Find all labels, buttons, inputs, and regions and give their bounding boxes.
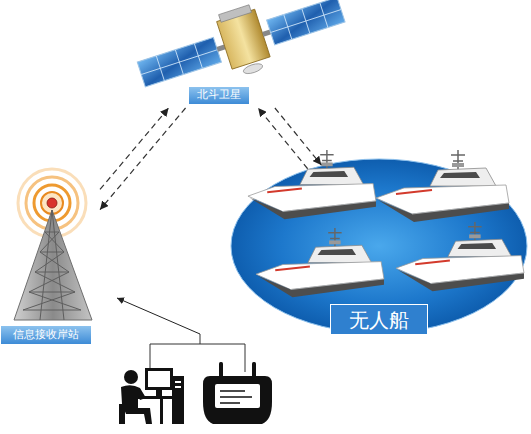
tower-icon [14, 169, 92, 320]
panel-grid [137, 37, 221, 86]
node-text: 无人船 [349, 309, 409, 331]
tower-beacon [47, 198, 57, 208]
node-label: 北斗卫星 [188, 86, 250, 105]
tower-lattice [23, 210, 81, 320]
signal-link [275, 108, 321, 165]
bracket-line [150, 334, 245, 372]
operator-workstation [119, 368, 184, 424]
link-arrow [117, 298, 200, 334]
node-label: 无人船 [330, 304, 428, 335]
monitor-stand [156, 390, 162, 396]
operator-body [121, 385, 152, 424]
case-slot [175, 386, 181, 388]
monitor-screen [148, 371, 170, 387]
operator-head [124, 370, 138, 384]
satellite-icon [131, 0, 351, 106]
node-text: 信息接收岸站 [13, 329, 79, 341]
controller-antenna [252, 362, 256, 378]
panel-grid [267, 0, 345, 45]
control-link [117, 298, 245, 372]
screen-lines [220, 391, 252, 403]
case-slot [175, 381, 181, 383]
controller-body [203, 376, 272, 424]
signal-link [100, 108, 169, 189]
desk-leg [160, 399, 163, 424]
tower-body [14, 210, 92, 320]
solar-panel [137, 37, 221, 86]
controller-antenna [219, 362, 223, 378]
satellite-node: 北斗卫星 [140, 0, 305, 108]
signal-link [258, 108, 308, 169]
monitor [145, 368, 173, 390]
controller-screen [215, 384, 260, 408]
solar-panel [267, 0, 345, 45]
computer-case [172, 376, 184, 424]
station-node: 信息接收岸站 [0, 170, 100, 348]
satellite-dish [242, 62, 263, 76]
node-label: 信息接收岸站 [0, 325, 92, 345]
remote-controller [203, 362, 272, 424]
satellite-top [219, 5, 252, 22]
fleet-node: 无人船 [230, 158, 528, 334]
chair [119, 404, 125, 424]
node-text: 北斗卫星 [197, 89, 241, 101]
signal-link [100, 108, 186, 210]
